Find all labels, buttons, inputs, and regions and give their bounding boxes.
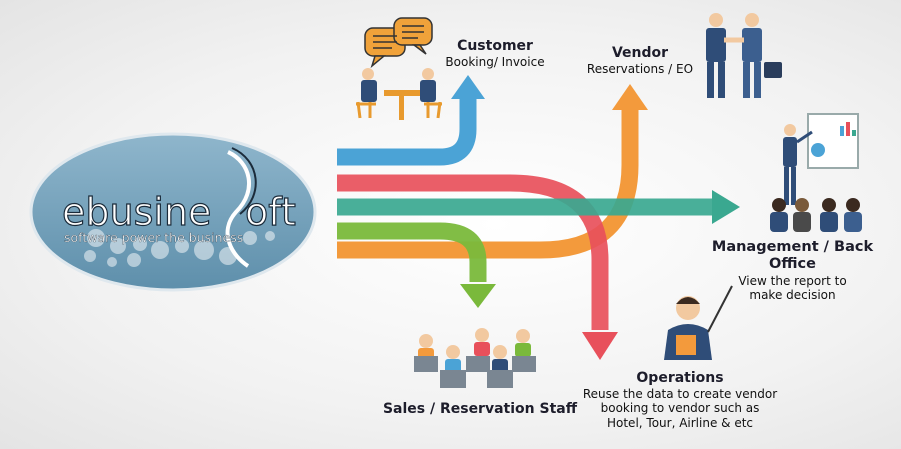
customer-subtitle: Booking/ Invoice <box>445 54 545 69</box>
arrow-to-customer <box>337 95 477 166</box>
logo-tagline: software power the business <box>64 230 243 245</box>
operations-title: Operations <box>636 370 724 386</box>
handshake-icon <box>706 13 782 98</box>
sales-title: Sales / Reservation Staff <box>382 401 578 417</box>
management-subtitle-line2: make decision <box>749 288 836 303</box>
management-label: Management / Back Office View the report… <box>690 239 895 303</box>
arrowhead-sales <box>460 284 496 308</box>
presentation-icon <box>770 113 862 232</box>
arrowhead-customer <box>451 75 485 99</box>
operations-label: Operations Reuse the data to create vend… <box>575 370 785 430</box>
ebusinessoft-logo-icon: ebusine oft software power the business <box>29 132 317 292</box>
operations-subtitle-line2: booking to vendor such as <box>600 401 760 416</box>
management-subtitle-line1: View the report to <box>738 273 847 288</box>
vendor-title: Vendor <box>611 45 669 61</box>
teacher-icon <box>664 285 733 360</box>
logo-text-left: ebusine <box>62 190 211 234</box>
arrow-to-vendor <box>337 108 639 259</box>
vendor-label: Vendor Reservations / EO <box>580 45 700 76</box>
arrow-to-sales <box>337 222 487 282</box>
call-center-icon <box>414 328 536 388</box>
logo-text-right: oft <box>245 190 296 234</box>
arrowhead-management <box>712 190 740 224</box>
vendor-subtitle: Reservations / EO <box>586 61 694 76</box>
customer-title: Customer <box>457 38 533 54</box>
arrowhead-operations <box>582 332 618 360</box>
operations-subtitle-line3: Hotel, Tour, Airline & etc <box>606 415 754 430</box>
flow-arrows <box>337 75 740 360</box>
sales-label: Sales / Reservation Staff <box>380 401 580 418</box>
meeting-table-icon <box>356 17 442 120</box>
customer-label: Customer Booking/ Invoice <box>440 38 550 69</box>
operations-subtitle-line1: Reuse the data to create vendor <box>582 386 778 401</box>
management-title: Management / Back Office <box>711 239 874 273</box>
arrowhead-vendor <box>612 84 648 110</box>
